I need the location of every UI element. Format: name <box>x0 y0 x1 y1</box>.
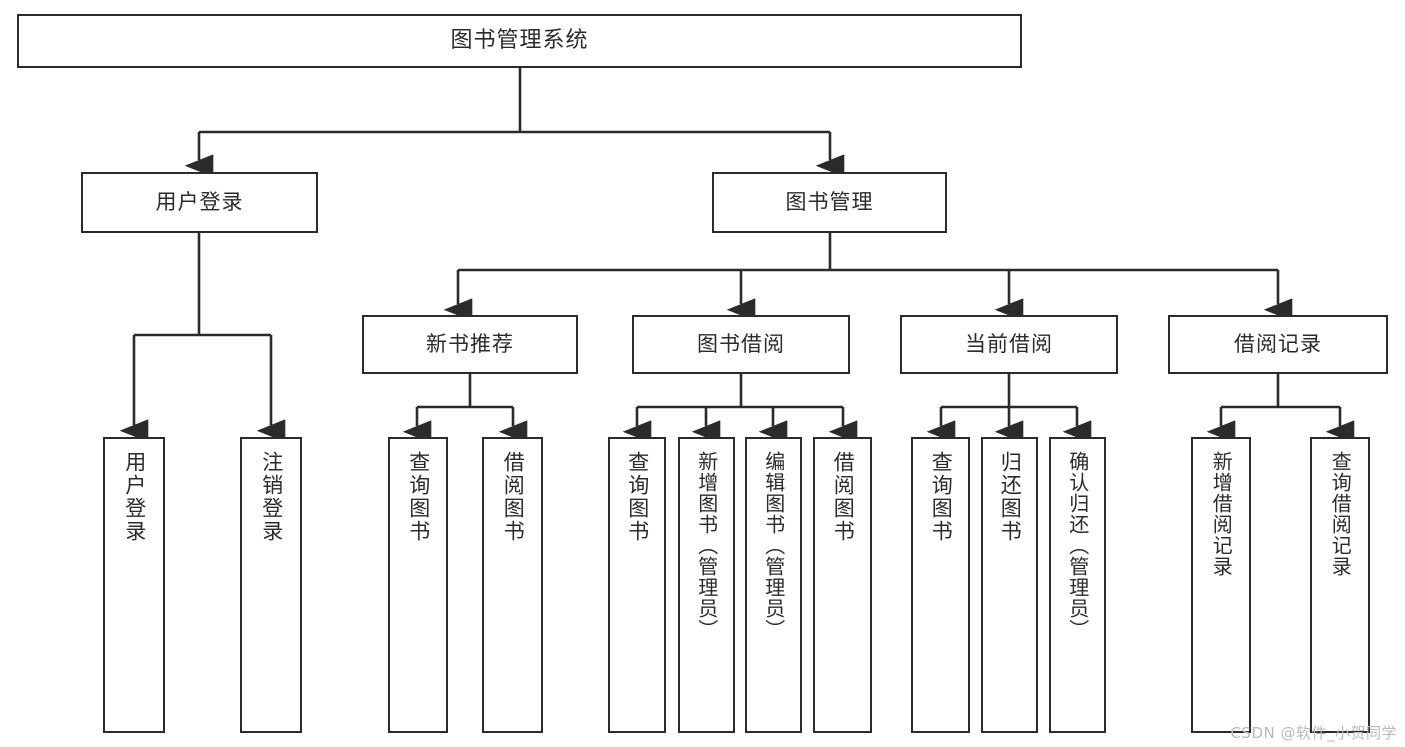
leaf-label: 注销登录 <box>259 451 284 543</box>
leaf-label: 查询图书 <box>625 451 650 543</box>
csdn-watermark: CSDN @软件_小贺同学 <box>1230 724 1397 742</box>
node-book-management[interactable]: 图书管理 <box>712 172 947 233</box>
node-root-system[interactable]: 图书管理系统 <box>17 14 1022 68</box>
leaf-book-borrow-edit[interactable]: 编辑图书（管理员） <box>745 437 802 733</box>
node-label: 图书管理系统 <box>450 27 589 53</box>
leaf-borrow-record-add[interactable]: 新增借阅记录 <box>1191 437 1251 733</box>
node-label: 新书推荐 <box>426 331 514 356</box>
leaf-current-borrow-confirm-return[interactable]: 确认归还（管理员） <box>1049 437 1106 733</box>
leaf-label: 新增借阅记录 <box>1209 451 1234 577</box>
leaf-label: 新增图书（管理员） <box>694 451 719 640</box>
node-borrow-record[interactable]: 借阅记录 <box>1168 315 1388 374</box>
leaf-book-borrow-add[interactable]: 新增图书（管理员） <box>678 437 735 733</box>
node-book-borrow[interactable]: 图书借阅 <box>632 315 850 374</box>
leaf-label: 查询图书 <box>929 451 954 543</box>
leaf-label: 查询图书 <box>406 451 431 543</box>
leaf-label: 归还图书 <box>998 451 1023 543</box>
node-new-book-recommend[interactable]: 新书推荐 <box>362 315 578 374</box>
leaf-current-borrow-return[interactable]: 归还图书 <box>981 437 1038 733</box>
leaf-label: 用户登录 <box>122 451 147 543</box>
leaf-label: 查询借阅记录 <box>1328 451 1353 577</box>
leaf-label: 借阅图书 <box>831 451 856 543</box>
node-user-login[interactable]: 用户登录 <box>81 172 318 233</box>
leaf-user-login-login[interactable]: 用户登录 <box>103 437 165 733</box>
node-current-borrow[interactable]: 当前借阅 <box>900 315 1118 374</box>
node-label: 图书管理 <box>785 189 874 214</box>
leaf-label: 确认归还（管理员） <box>1065 451 1090 640</box>
leaf-user-login-logout[interactable]: 注销登录 <box>240 437 302 733</box>
node-label: 图书借阅 <box>697 331 785 356</box>
leaf-book-borrow-query[interactable]: 查询图书 <box>608 437 666 733</box>
leaf-borrow-record-query[interactable]: 查询借阅记录 <box>1310 437 1370 733</box>
leaf-new-book-borrow[interactable]: 借阅图书 <box>482 437 543 733</box>
leaf-label: 借阅图书 <box>501 451 526 543</box>
leaf-book-borrow-borrow[interactable]: 借阅图书 <box>813 437 872 733</box>
leaf-current-borrow-query[interactable]: 查询图书 <box>911 437 970 733</box>
leaf-label: 编辑图书（管理员） <box>761 451 786 640</box>
leaf-new-book-query[interactable]: 查询图书 <box>388 437 448 733</box>
node-label: 借阅记录 <box>1234 331 1322 356</box>
node-label: 当前借阅 <box>965 331 1053 356</box>
node-label: 用户登录 <box>155 189 244 214</box>
